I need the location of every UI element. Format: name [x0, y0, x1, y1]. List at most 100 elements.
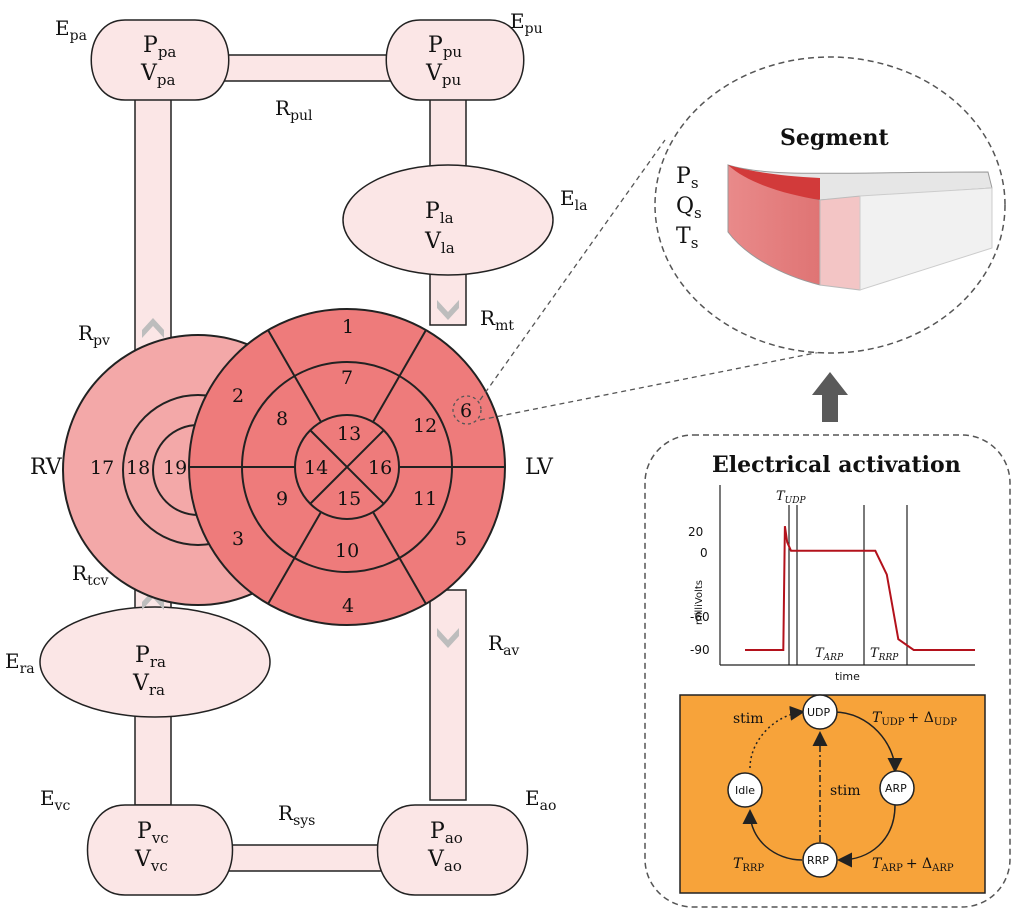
left-ventricle-bullseye: [188, 308, 506, 626]
r-mt: Rmt: [480, 306, 514, 334]
arc-idle-udp: [749, 705, 805, 769]
y-axis-label: milliVolts: [694, 580, 705, 625]
segment-2: 2: [232, 385, 244, 407]
la-elastance: Ela: [560, 186, 587, 214]
segment-4: 4: [342, 595, 354, 617]
chevron-down-icon: [437, 628, 459, 648]
r-pul: Rpul: [275, 96, 313, 124]
y-tick-neg90: -90: [690, 643, 710, 657]
state-idle: [727, 772, 763, 808]
stim-label-center: stim: [830, 783, 861, 799]
state-udp-label: UDP: [807, 706, 831, 719]
t-arp-label: TARP: [815, 646, 844, 663]
pulmonary-vein-chamber: [385, 19, 525, 101]
r-tcv: Rtcv: [72, 561, 109, 589]
segment-18: 18: [126, 457, 150, 479]
state-udp: [802, 694, 838, 730]
pu-elastance: Epu: [510, 9, 543, 37]
state-arp: [879, 770, 915, 806]
pulmonary-artery-vessel: [134, 94, 172, 356]
pa-pressure: Ppa: [143, 33, 176, 61]
r-pv: Rpv: [78, 321, 110, 349]
segment-block: [727, 164, 993, 291]
lv-label: LV: [525, 455, 554, 480]
arrow-up-icon: [812, 372, 848, 422]
vc-elastance: Evc: [40, 786, 71, 814]
stim-label-top: stim: [733, 711, 764, 727]
state-arp-label: ARP: [885, 782, 907, 795]
vena-cava-chamber: [86, 804, 234, 896]
pa-volume: Vpa: [140, 61, 175, 89]
activation-title: Electrical activation: [712, 452, 961, 478]
lv-divider: [372, 329, 427, 423]
zoom-lines: [479, 139, 831, 421]
pa-elastance: Epa: [55, 16, 87, 44]
pu-volume: Vpu: [425, 61, 461, 89]
lv-divider: [267, 329, 322, 423]
action-potential-plot: 20 0 -60 -90 milliVolts time TUDP TARP T…: [688, 485, 975, 683]
segment-8: 8: [276, 408, 288, 430]
resistance-labels: Rpul Rpv Rmt Rtcv Rav Rsys: [72, 96, 519, 829]
vc-volume: Vvc: [134, 847, 168, 875]
left-atrium-chamber: [342, 164, 554, 276]
y-tick-0: 0: [700, 546, 708, 560]
segment-pressure: Ps: [676, 164, 699, 192]
segment-6: 6: [460, 400, 472, 422]
lv-divider: [372, 511, 427, 605]
state-machine: UDP ARP RRP Idle stim stim TUDP+ ΔUDP TA…: [679, 694, 986, 894]
segment-tension: Ts: [676, 224, 698, 252]
zoom-line-top: [479, 139, 666, 401]
y-tick-20: 20: [688, 525, 703, 539]
state-idle-label: Idle: [735, 784, 755, 797]
lv-divider: [267, 511, 322, 605]
segment-15: 15: [337, 488, 361, 510]
pulmonary-vein-vessel: [429, 94, 467, 176]
segment-5: 5: [455, 528, 467, 550]
t-rrp-label: TRRP: [870, 646, 899, 663]
aortic-vessel: [429, 589, 467, 801]
chevron-down-icon: [437, 300, 459, 320]
zoom-line-bottom: [479, 349, 831, 421]
pu-pressure: Ppu: [428, 33, 462, 61]
action-potential-trace: [745, 525, 975, 651]
chevron-up-icon: [142, 318, 164, 338]
udp-to-arp-label: TUDP+ ΔUDP: [872, 710, 957, 728]
rv-label: RV: [30, 455, 63, 480]
segment-title: Segment: [780, 125, 890, 151]
chambers: [39, 19, 554, 896]
segment-10: 10: [335, 540, 359, 562]
r-av: Rav: [488, 631, 519, 659]
ra-volume: Vra: [132, 671, 165, 699]
chamber-labels: Ppa Vpa Epa Ppu Vpu Epu Pla Vla Ela Pra …: [5, 9, 587, 875]
segment-highlight: [452, 395, 482, 425]
segment-1: 1: [342, 316, 354, 338]
segment-14: 14: [304, 457, 328, 479]
arc-arp-rrp: [837, 804, 896, 868]
segment-13: 13: [337, 423, 361, 445]
activation-panel: Electrical activation 20 0 -60 -90 milli…: [644, 434, 1011, 908]
vc-pressure: Pvc: [137, 819, 169, 847]
segment-7: 7: [341, 367, 353, 389]
y-tick-neg60: -60: [690, 610, 710, 624]
t-udp-label: TUDP: [776, 489, 806, 506]
ao-volume: Vao: [427, 847, 462, 875]
la-volume: Vla: [424, 229, 455, 257]
state-rrp-label: RRP: [807, 854, 829, 867]
segment-16: 16: [368, 457, 392, 479]
segment-flow: Qs: [676, 194, 702, 222]
la-pressure: Pla: [425, 199, 454, 227]
ra-pressure: Pra: [135, 643, 166, 671]
right-atrium-chamber: [39, 606, 271, 718]
arc-udp-arp: [833, 711, 903, 773]
ao-elastance: Eao: [525, 786, 556, 814]
x-axis-label: time: [835, 670, 860, 683]
segment-3: 3: [232, 528, 244, 550]
aorta-chamber: [376, 804, 529, 896]
arp-to-rrp-label: TARP+ ΔARP: [872, 856, 954, 874]
ao-pressure: Pao: [430, 819, 463, 847]
lv-apex-divider: [309, 429, 385, 505]
lv-segment-labels: 1 2 3 4 5 6 7 8 9 10 11 12 13 14 15 16 1…: [90, 316, 472, 617]
segment-17: 17: [90, 457, 114, 479]
